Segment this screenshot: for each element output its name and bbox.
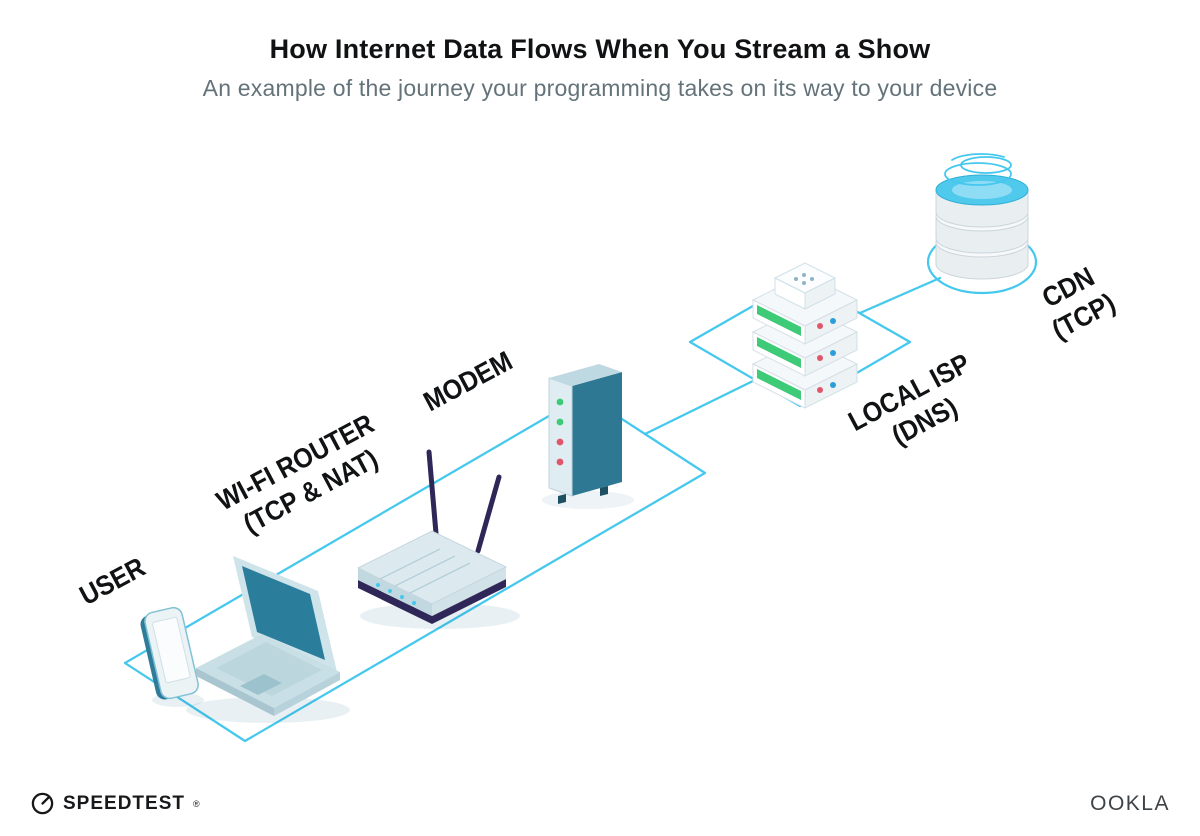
router-led-lights — [376, 583, 416, 605]
page-subtitle: An example of the journey your programmi… — [202, 75, 998, 101]
speedtest-wordmark: SPEEDTEST — [63, 792, 185, 814]
router-antennas — [426, 449, 502, 554]
speedtest-logo: SPEEDTEST ® — [30, 791, 201, 816]
speedtest-gauge-icon — [31, 792, 54, 815]
speedtest-reg-mark: ® — [192, 798, 201, 809]
modem-led-lights — [556, 398, 564, 466]
phone-icon — [140, 606, 199, 700]
isp-to-cdn-link — [858, 276, 942, 315]
laptop-icon — [196, 556, 340, 716]
router-icon — [356, 449, 508, 624]
server-control-box — [773, 262, 837, 310]
cdn-swirl-icon — [944, 153, 1012, 186]
server-stack-icon — [751, 262, 859, 409]
header: How Internet Data Flows When You Stream … — [0, 34, 1200, 102]
modem-to-isp-link — [643, 378, 757, 436]
footer: SPEEDTEST ® OOKLA — [0, 791, 1200, 816]
cdn-database-icon — [935, 153, 1029, 280]
page-title: How Internet Data Flows When You Stream … — [269, 34, 931, 64]
ookla-logo: OOKLA — [1090, 791, 1170, 815]
modem-icon — [548, 364, 622, 504]
